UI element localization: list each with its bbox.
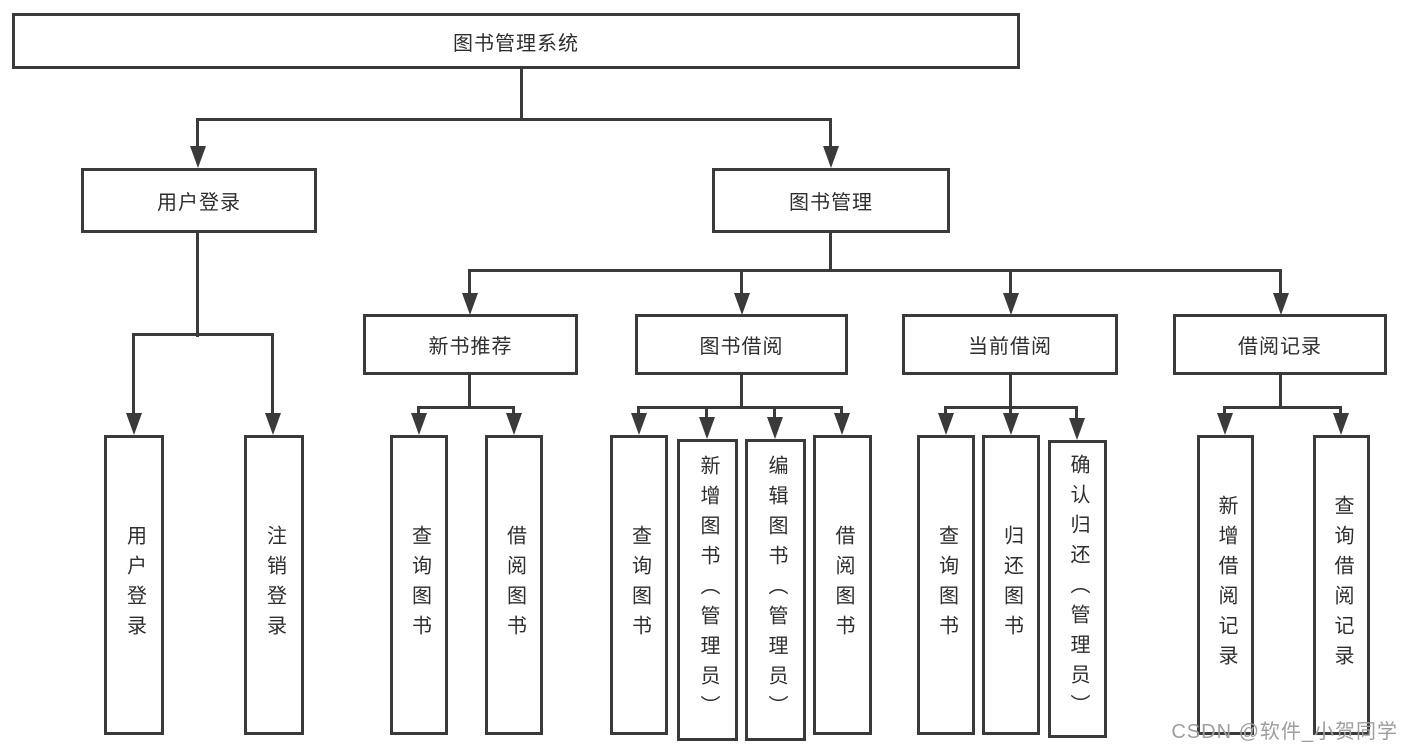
connector-vline	[1339, 406, 1342, 417]
leaf-current-return-books: 归还图书	[982, 435, 1040, 735]
csdn-watermark: CSDN @软件_小贺同学	[1171, 721, 1398, 743]
connector-vline	[773, 406, 776, 419]
connector-hline	[132, 333, 274, 336]
arrow-down-icon	[190, 146, 206, 168]
leaf-borrowing-add-books-admin: 新增图书（管理员）	[677, 439, 738, 741]
leaf-current-query-books: 查询图书	[917, 435, 975, 735]
arrow-down-icon	[1003, 413, 1019, 435]
arrow-down-icon	[265, 413, 281, 435]
connector-vline	[417, 406, 420, 417]
node-user-login: 用户登录	[81, 168, 317, 233]
connector-vline	[1009, 406, 1012, 417]
connector-vline	[637, 406, 640, 417]
connector-vline	[1075, 406, 1078, 420]
arrow-down-icon	[462, 293, 478, 315]
connector-vline	[829, 233, 832, 272]
leaf-newbook-borrow-books-label: 借阅图书	[503, 525, 526, 645]
connector-vline	[196, 233, 199, 337]
connector-vline	[840, 406, 843, 417]
connector-vline	[1009, 269, 1012, 297]
connector-hline	[637, 406, 843, 409]
connector-hline	[468, 269, 1282, 272]
leaf-records-query-borrow-record: 查询借阅记录	[1313, 435, 1370, 735]
leaf-borrowing-edit-books-admin-label: 编辑图书（管理员）	[765, 455, 787, 725]
connector-vline	[512, 406, 515, 417]
node-book-management-label: 图书管理	[789, 192, 873, 214]
leaf-records-add-borrow-record-label: 新增借阅记录	[1215, 495, 1237, 675]
arrow-down-icon	[767, 417, 783, 439]
connector-hline	[1223, 406, 1342, 409]
node-borrowing-records-label: 借阅记录	[1238, 336, 1322, 358]
node-root: 图书管理系统	[12, 13, 1020, 69]
connector-vline	[271, 333, 274, 417]
connector-hline	[417, 406, 515, 409]
connector-vline	[740, 375, 743, 409]
connector-vline	[1279, 269, 1282, 297]
connector-vline	[520, 68, 523, 119]
arrow-down-icon	[1273, 293, 1289, 315]
connector-vline	[132, 333, 135, 417]
connector-vline	[740, 269, 743, 297]
arrow-down-icon	[506, 413, 522, 435]
leaf-records-query-borrow-record-label: 查询借阅记录	[1331, 495, 1353, 675]
connector-vline	[196, 118, 199, 150]
node-current-borrowing: 当前借阅	[902, 314, 1118, 375]
leaf-borrowing-query-books: 查询图书	[610, 435, 668, 735]
connector-vline	[468, 375, 471, 409]
leaf-logout: 注销登录	[244, 435, 304, 735]
arrow-down-icon	[1069, 418, 1085, 440]
arrow-down-icon	[1003, 293, 1019, 315]
node-root-label: 图书管理系统	[453, 32, 579, 55]
leaf-current-query-books-label: 查询图书	[935, 525, 958, 645]
node-borrowing-records: 借阅记录	[1173, 314, 1387, 375]
leaf-newbook-borrow-books: 借阅图书	[485, 435, 543, 735]
connector-vline	[944, 406, 947, 417]
leaf-records-add-borrow-record: 新增借阅记录	[1197, 435, 1254, 735]
node-book-borrowing-label: 图书借阅	[699, 336, 784, 358]
connector-vline	[468, 269, 471, 297]
leaf-user-login-label: 用户登录	[123, 525, 146, 645]
connector-vline	[1223, 406, 1226, 417]
node-current-borrowing-label: 当前借阅	[968, 336, 1052, 358]
leaf-newbook-query-books: 查询图书	[390, 435, 448, 735]
arrow-down-icon	[411, 413, 427, 435]
connector-vline	[1009, 375, 1012, 409]
node-user-login-label: 用户登录	[157, 192, 241, 214]
leaf-borrowing-edit-books-admin: 编辑图书（管理员）	[745, 439, 806, 741]
node-new-book-recommend: 新书推荐	[363, 314, 578, 375]
leaf-current-return-books-label: 归还图书	[1000, 525, 1023, 645]
leaf-borrowing-borrow-books-label: 借阅图书	[832, 525, 854, 645]
arrow-down-icon	[1217, 413, 1233, 435]
connector-hline	[944, 406, 1078, 409]
node-new-book-recommend-label: 新书推荐	[428, 336, 513, 358]
arrow-down-icon	[1333, 413, 1349, 435]
node-book-management: 图书管理	[712, 168, 950, 233]
connector-vline	[1279, 375, 1282, 409]
leaf-user-login: 用户登录	[104, 435, 164, 735]
leaf-current-confirm-return-admin-label: 确认归还（管理员）	[1067, 454, 1089, 724]
connector-vline	[829, 118, 832, 150]
connector-hline	[196, 118, 832, 121]
connector-vline	[705, 406, 708, 419]
leaf-current-confirm-return-admin: 确认归还（管理员）	[1048, 440, 1107, 738]
arrow-down-icon	[631, 413, 647, 435]
node-book-borrowing: 图书借阅	[635, 314, 848, 375]
arrow-down-icon	[126, 413, 142, 435]
leaf-logout-label: 注销登录	[263, 525, 286, 645]
arrow-down-icon	[834, 413, 850, 435]
arrow-down-icon	[938, 413, 954, 435]
arrow-down-icon	[823, 146, 839, 168]
arrow-down-icon	[734, 293, 750, 315]
arrow-down-icon	[699, 417, 715, 439]
leaf-borrowing-query-books-label: 查询图书	[628, 525, 651, 645]
leaf-borrowing-borrow-books: 借阅图书	[813, 435, 872, 735]
leaf-borrowing-add-books-admin-label: 新增图书（管理员）	[697, 455, 719, 725]
leaf-newbook-query-books-label: 查询图书	[408, 525, 431, 645]
